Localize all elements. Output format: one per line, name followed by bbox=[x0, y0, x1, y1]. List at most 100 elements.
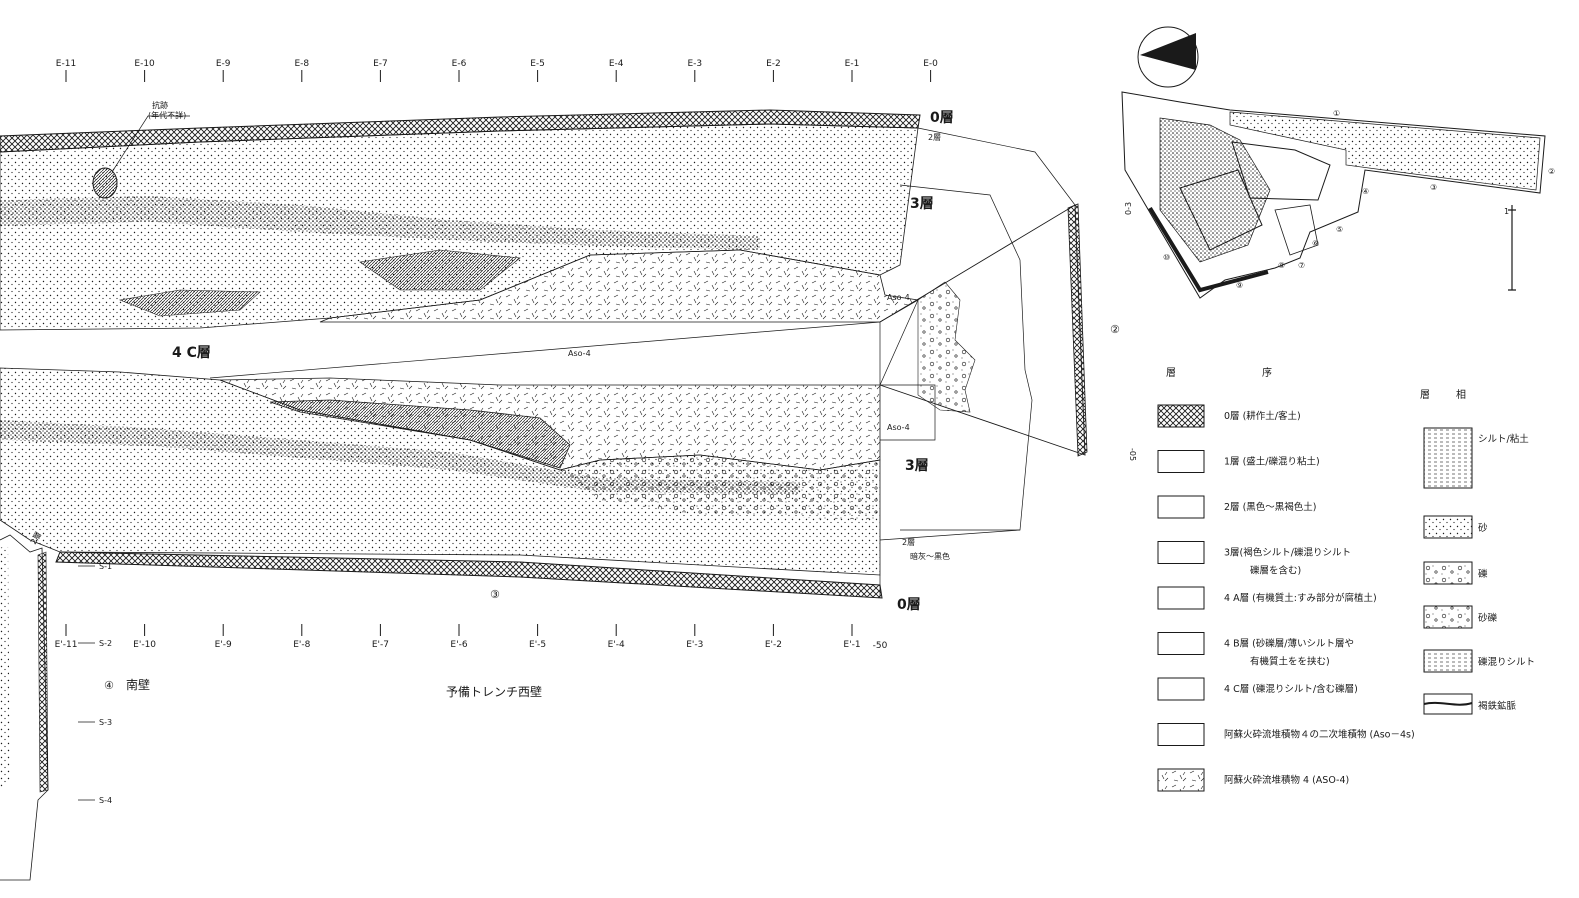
top-tick-label: E-6 bbox=[452, 59, 467, 69]
plan-circle-9: ⑨ bbox=[1236, 281, 1243, 290]
fold-panel-edges bbox=[879, 204, 1086, 456]
north-arrow-circle bbox=[1137, 26, 1199, 88]
legend-item-text: 4 B層 (砂礫層/薄いシルト層や bbox=[1224, 638, 1354, 650]
side-tick-s3: S-3 bbox=[99, 718, 112, 727]
facies-title-left: 層 bbox=[1420, 389, 1430, 401]
label-lower-0-layer: 0層 bbox=[897, 597, 921, 613]
plan-coord: 0-3 bbox=[1124, 202, 1133, 215]
facies-item-text: 礫 bbox=[1478, 568, 1488, 580]
legend-item-text-2: 礫層を含む) bbox=[1250, 565, 1301, 577]
legend-swatch bbox=[1157, 632, 1205, 655]
top-tick-label: E-8 bbox=[294, 59, 309, 69]
bottom-tick-label: E'-1 bbox=[843, 640, 860, 650]
post-pit-note-2: (年代不詳) bbox=[148, 110, 186, 120]
plan-block-2 bbox=[1231, 141, 1331, 201]
plan-trench-body bbox=[1159, 117, 1271, 263]
bottom-tick-label: E'-2 bbox=[765, 640, 782, 650]
bottom-tick-label: E'-5 bbox=[529, 640, 546, 650]
upper-dense-band bbox=[0, 196, 760, 250]
legend-item-text-2: 有機質土をを挟む) bbox=[1250, 656, 1330, 668]
post-pit-leader bbox=[111, 115, 190, 173]
facies-swatch bbox=[1423, 605, 1473, 629]
facies-title-right: 相 bbox=[1456, 388, 1466, 401]
south-wall-fill bbox=[0, 545, 10, 790]
label-aso4-fold-upper: Aso-4 bbox=[887, 293, 910, 302]
plan-circle-1: ① bbox=[1333, 109, 1340, 118]
side-tick-s4: S-4 bbox=[99, 796, 112, 805]
bottom-tick-label: E'-4 bbox=[608, 640, 625, 650]
facies-swatch bbox=[1423, 561, 1473, 585]
facies-swatch bbox=[1423, 649, 1473, 673]
legend-title-left: 層 bbox=[1166, 367, 1176, 379]
label-aso4-center: Aso-4 bbox=[568, 349, 591, 358]
plan-number: ② bbox=[1110, 323, 1120, 336]
north-arrow-icon bbox=[1140, 33, 1196, 70]
label-lower-2-layer: 2層 bbox=[902, 538, 915, 547]
label-aso4-fold-lower: Aso-4 bbox=[887, 423, 910, 432]
plan-circle-7: ⑦ bbox=[1298, 261, 1305, 270]
plan-block-1 bbox=[1179, 169, 1263, 251]
label-upper-2-layer: 2層 bbox=[928, 133, 941, 142]
bottom-tick-label: E'-11 bbox=[55, 640, 78, 650]
legend-swatch bbox=[1157, 541, 1205, 564]
legend-swatch bbox=[1157, 495, 1205, 519]
lower-gravel-zone bbox=[560, 455, 880, 520]
top-tick-label: E-11 bbox=[56, 59, 76, 69]
bottom-tick-label: E'-9 bbox=[215, 640, 232, 650]
facies-item-text: 褐鉄鉱脈 bbox=[1478, 700, 1517, 712]
upper-dark-lens bbox=[118, 289, 261, 317]
lower-dense-band bbox=[0, 420, 800, 494]
post-pit bbox=[92, 167, 118, 199]
label-4c-layer: 4 C層 bbox=[172, 345, 211, 361]
legend-item-text: 4 C層 (礫混りシルト/含む礫層) bbox=[1224, 683, 1358, 695]
fold-outline-top bbox=[917, 127, 1076, 206]
legend-item-text: 1層 (盛土/礫混り粘土) bbox=[1224, 456, 1320, 468]
label-upper-0-layer: 0層 bbox=[930, 110, 954, 126]
bottom-tick-end: -50 bbox=[873, 641, 888, 651]
plan-outline bbox=[1121, 91, 1546, 299]
label-upper-3-layer: 3層 bbox=[910, 196, 934, 212]
south-wall-number: ④ bbox=[104, 679, 114, 692]
top-tick-label: E-1 bbox=[845, 59, 860, 69]
legend-title-right: 序 bbox=[1262, 366, 1272, 379]
south-wall-strip: 2層 bbox=[0, 530, 49, 881]
side-tick-s2: S-2 bbox=[99, 639, 112, 648]
top-tick-label: E-9 bbox=[216, 59, 231, 69]
plan-circle-4: ④ bbox=[1362, 187, 1369, 196]
top-tick-label: E-2 bbox=[766, 59, 781, 69]
upper-aso4-deposit bbox=[319, 249, 920, 323]
post-pit-note: 抗跡 bbox=[152, 100, 168, 110]
plan-circle-2: ② bbox=[1548, 167, 1555, 176]
bottom-tick-label: E'-10 bbox=[133, 640, 156, 650]
label-lower-3-layer: 3層 bbox=[905, 458, 929, 474]
facies-swatch bbox=[1423, 427, 1473, 489]
fold-gravel-zone bbox=[917, 281, 976, 413]
legend-swatch bbox=[1157, 450, 1205, 473]
plan-scale-label: 1 bbox=[1504, 207, 1509, 216]
fold-right-band bbox=[1067, 203, 1088, 457]
bottom-tick-label: E'-7 bbox=[372, 640, 389, 650]
fold-aso-box bbox=[880, 384, 936, 441]
bottom-tick-label: E'-8 bbox=[293, 640, 310, 650]
facies-item-text: 砂礫 bbox=[1478, 612, 1498, 624]
legend-swatch bbox=[1157, 768, 1205, 792]
legend-item-text: 阿蘇火砕流堆積物４の二次堆積物 (Aso－4s) bbox=[1224, 729, 1415, 741]
top-tick-label: E-5 bbox=[530, 59, 545, 69]
top-tick-label: E-7 bbox=[373, 59, 388, 69]
plan-scale-bar bbox=[1508, 205, 1516, 291]
west-wall-number: ③ bbox=[490, 588, 500, 601]
bottom-tick-label: E'-6 bbox=[450, 640, 467, 650]
section-fold-panel bbox=[209, 127, 1088, 598]
plan-block-3 bbox=[1274, 204, 1319, 256]
legend-swatch bbox=[1157, 677, 1205, 701]
plan-circle-5: ⑤ bbox=[1336, 225, 1343, 234]
legend-item-text: 阿蘇火砕流堆積物 4 (ASO-4) bbox=[1224, 774, 1349, 786]
legend-items: 0層 (耕作土/客土)1層 (盛土/礫混り粘土)2層 (黒色～黒褐色土)3層(褐… bbox=[1157, 404, 1415, 792]
upper-striped-lens bbox=[359, 249, 521, 291]
facies-vein-line bbox=[1423, 701, 1473, 706]
plan-circle-8: ⑧ bbox=[1278, 261, 1285, 270]
